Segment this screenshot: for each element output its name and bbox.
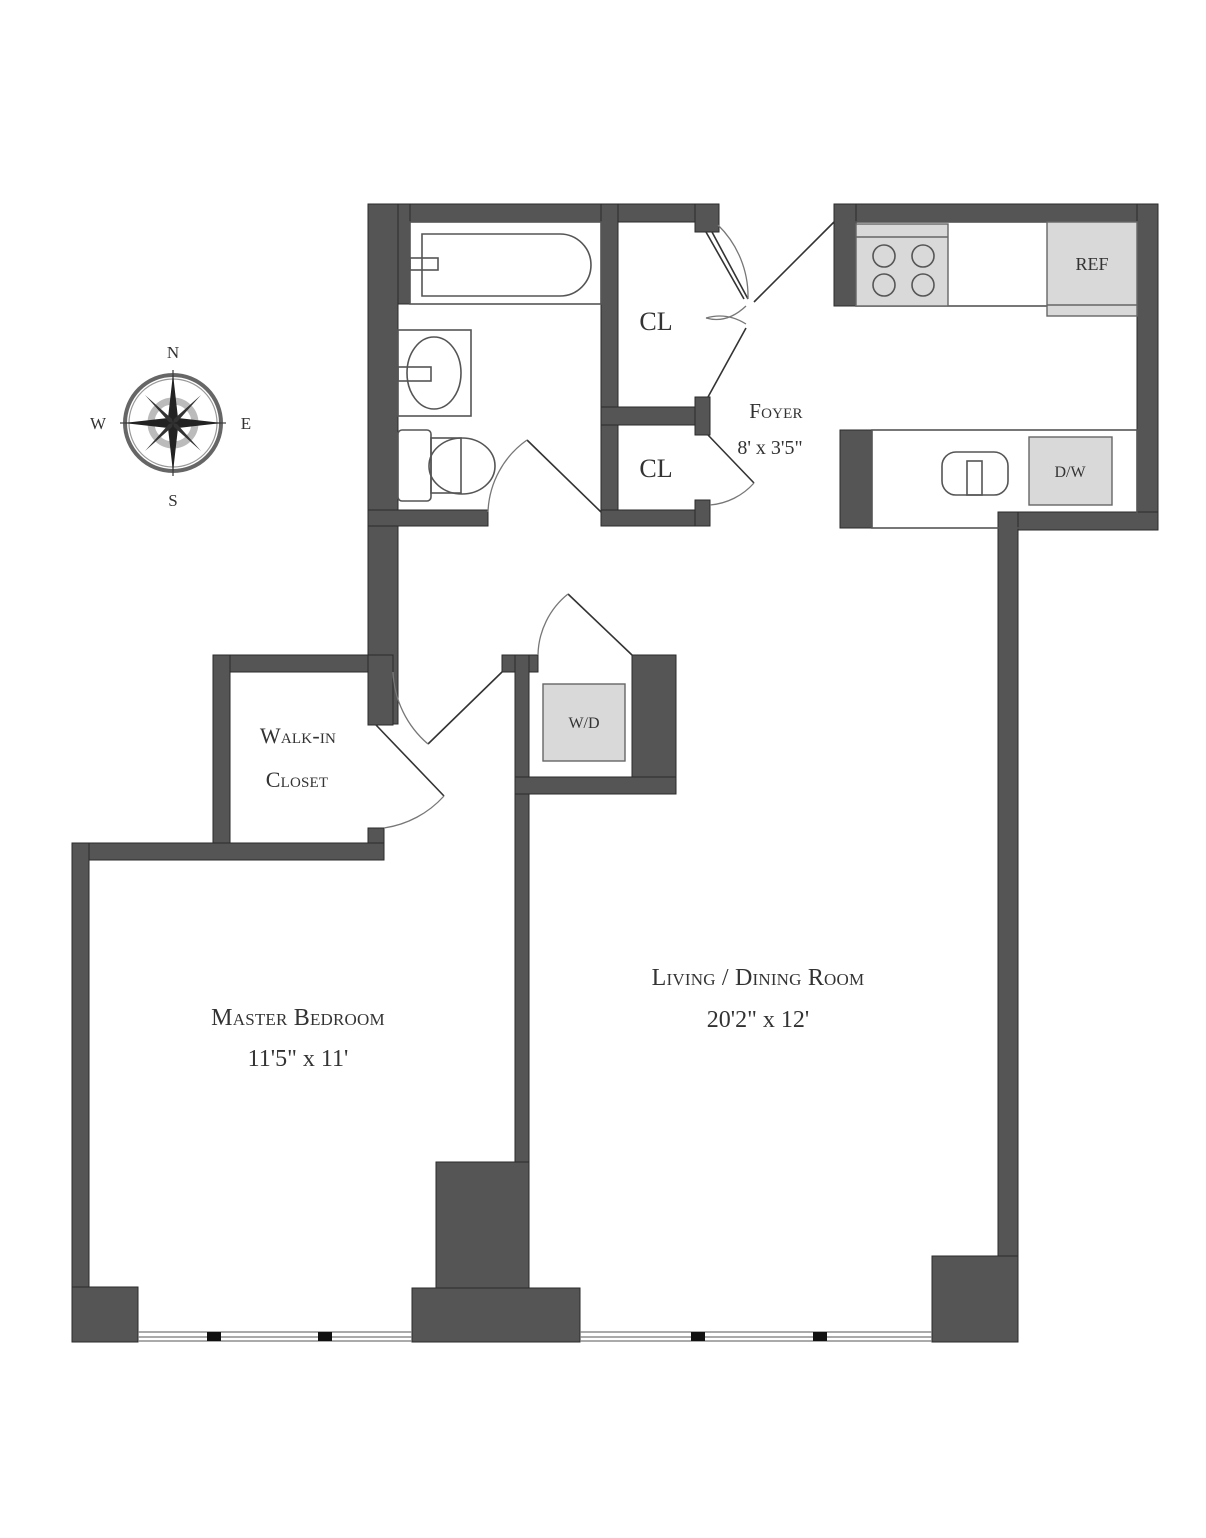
refrigerator-label: REF: [1075, 254, 1108, 274]
closet-1-door[interactable]: [705, 224, 749, 398]
master-bedroom-label: Master Bedroom: [211, 1005, 385, 1031]
living-dining-label: Living / Dining Room: [652, 965, 865, 991]
dishwasher-label: D/W: [1054, 464, 1086, 481]
master-bedroom-dimensions: 11'5" x 11': [248, 1046, 349, 1072]
walk-in-closet-label-line2: Closet: [266, 767, 329, 792]
kitchen-sink-icon: [941, 451, 1009, 496]
closet-2-door[interactable]: [707, 434, 755, 506]
closet-1-label: CL: [639, 307, 672, 336]
compass-north-label: N: [167, 343, 179, 362]
foyer-dimensions: 8' x 3'5": [737, 437, 802, 459]
walk-in-closet-label-line1: Walk-in: [260, 723, 336, 748]
walls: [71, 203, 1159, 1343]
bathroom-door[interactable]: [487, 439, 602, 513]
foyer-label: Foyer: [749, 399, 803, 423]
bathtub-icon: [409, 221, 602, 305]
living-dining-dimensions: 20'2" x 12': [707, 1007, 809, 1033]
kitchen-counter-bottom: [871, 429, 1138, 529]
compass-rose-icon: [120, 370, 226, 476]
bedroom-window: [138, 1331, 412, 1342]
bedroom-door[interactable]: [392, 671, 503, 745]
compass-east-label: E: [241, 414, 251, 433]
walk-in-closet-door[interactable]: [375, 724, 445, 829]
toilet-icon: [397, 429, 496, 502]
entry-door[interactable]: [753, 221, 835, 303]
washer-dryer-door[interactable]: [537, 593, 633, 656]
compass-west-label: W: [90, 414, 107, 433]
washer-dryer-icon: [542, 683, 626, 762]
stove-icon: [855, 223, 949, 307]
living-room-window: [580, 1331, 932, 1342]
dishwasher-icon: [1028, 436, 1113, 506]
closet-2-label: CL: [639, 454, 672, 483]
refrigerator-icon: [1046, 221, 1138, 317]
compass-south-label: S: [168, 491, 177, 510]
washer-dryer-label: W/D: [568, 715, 599, 732]
sink-icon: [397, 329, 472, 417]
